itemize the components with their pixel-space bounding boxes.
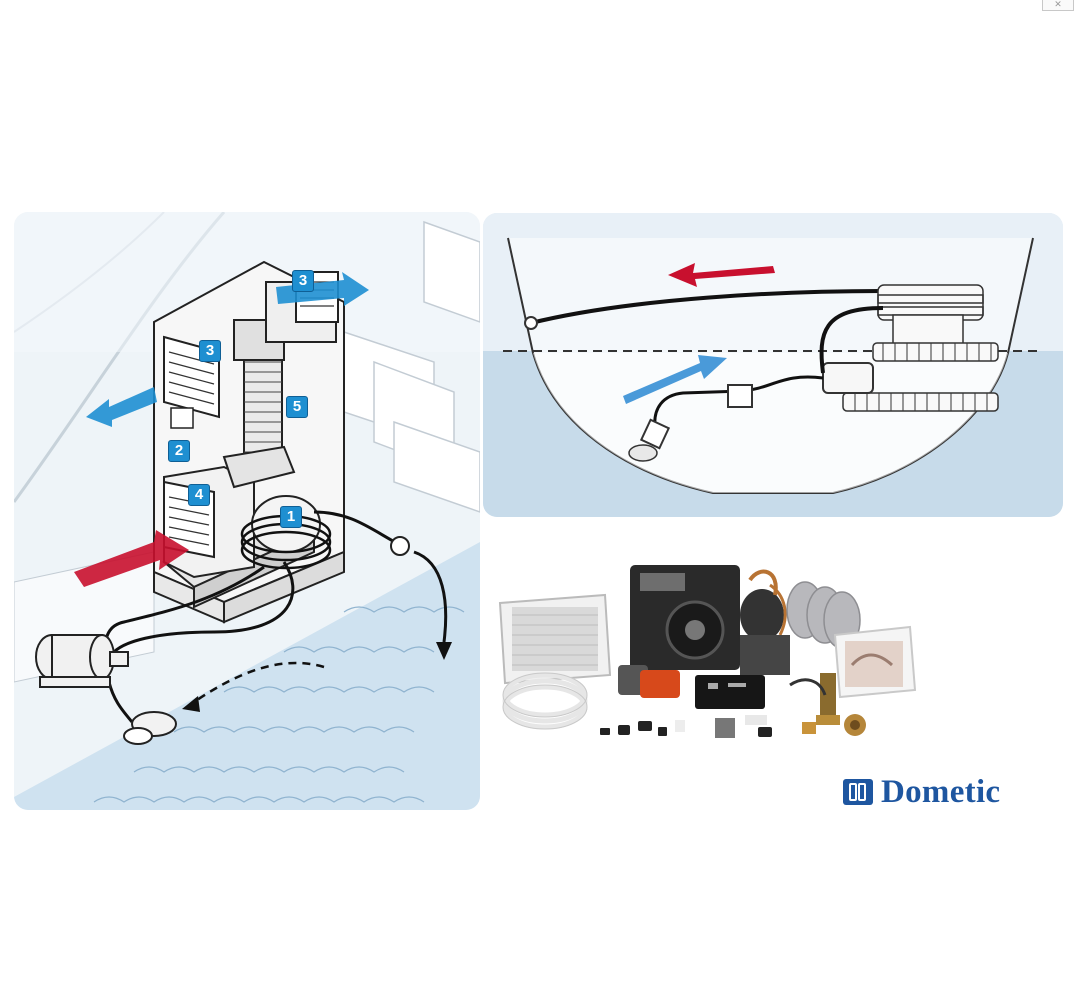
close-icon[interactable]: ✕ bbox=[1042, 0, 1074, 11]
callout-2-control-panel: 2 bbox=[168, 440, 190, 462]
callout-1-unit: 1 bbox=[280, 506, 302, 528]
installation-diagram: 3 3 2 5 4 1 bbox=[14, 212, 480, 810]
callout-3-top-grille: 3 bbox=[292, 270, 314, 292]
hull-cross-section bbox=[483, 213, 1063, 517]
brand-name: Dometic bbox=[881, 774, 1001, 810]
product-kit-photo bbox=[490, 555, 940, 755]
callout-4-return-grille: 4 bbox=[188, 484, 210, 506]
brand-logo: Dometic bbox=[843, 770, 1053, 814]
kit-components-illustration bbox=[498, 565, 917, 738]
installation-illustration bbox=[14, 212, 480, 810]
cool-air-arrows bbox=[86, 272, 369, 427]
warm-air-arrow bbox=[74, 530, 189, 587]
hull-illustration bbox=[483, 213, 1063, 517]
callout-3-left-grille: 3 bbox=[199, 340, 221, 362]
dometic-logo-icon bbox=[843, 779, 873, 805]
callout-5-duct: 5 bbox=[286, 396, 308, 418]
